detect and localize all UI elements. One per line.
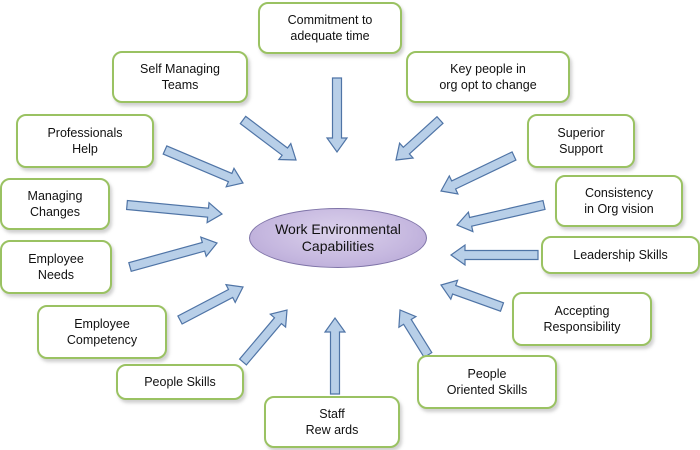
factor-consistency: Consistency in Org vision — [555, 175, 683, 227]
factor-people-skills-label: People Skills — [144, 375, 216, 389]
arrow-leadership — [449, 243, 539, 267]
arrow-commitment — [325, 77, 349, 154]
arrow-managing-changes — [125, 199, 224, 224]
factor-key-people: Key people in org opt to change — [406, 51, 570, 103]
arrow-superior-support — [440, 151, 517, 195]
factor-employee-competency-label: Employee Competency — [66, 317, 138, 347]
arrow-professionals-help — [162, 145, 244, 188]
factor-staff-rewards: Staff Rew ards — [264, 396, 400, 448]
factor-commitment-label: Commitment to adequate time — [287, 13, 373, 43]
factor-managing-changes-label: Managing Changes — [27, 189, 83, 219]
factor-leadership-skills: Leadership Skills — [541, 236, 700, 274]
factor-employee-needs-label: Employee Needs — [28, 252, 84, 282]
factor-people-skills: People Skills — [116, 364, 244, 400]
arrow-employee-competency — [177, 283, 244, 325]
arrow-people-skills — [238, 309, 288, 366]
factor-superior-support: Superior Support — [527, 114, 635, 168]
factor-consistency-label: Consistency in Org vision — [584, 186, 654, 216]
center-node-label: Work Environmental Capabilities — [275, 221, 401, 254]
factor-leadership-skills-label: Leadership Skills — [573, 248, 668, 262]
factor-key-people-label: Key people in org opt to change — [439, 62, 537, 92]
factor-self-managing-teams: Self Managing Teams — [112, 51, 248, 103]
factor-staff-rewards-label: Staff Rew ards — [305, 407, 359, 437]
center-node: Work Environmental Capabilities — [249, 208, 427, 268]
factor-accepting-responsibility: Accepting Responsibility — [512, 292, 652, 346]
factor-people-oriented-skills: People Oriented Skills — [417, 355, 557, 409]
factor-professionals-help: Professionals Help — [16, 114, 154, 168]
factor-employee-competency: Employee Competency — [37, 305, 167, 359]
factor-commitment: Commitment to adequate time — [258, 2, 402, 54]
arrow-consistency — [455, 199, 546, 233]
arrow-people-oriented — [398, 309, 433, 359]
arrow-key-people — [395, 115, 444, 161]
factor-people-oriented-skills-label: People Oriented Skills — [446, 367, 528, 397]
factor-superior-support-label: Superior Support — [557, 126, 605, 156]
factor-accepting-responsibility-label: Accepting Responsibility — [543, 304, 621, 334]
arrow-employee-needs — [128, 236, 218, 273]
arrow-self-managing — [239, 115, 297, 161]
factor-professionals-help-label: Professionals Help — [47, 126, 123, 156]
factor-self-managing-teams-label: Self Managing Teams — [140, 62, 220, 92]
factor-managing-changes: Managing Changes — [0, 178, 110, 230]
factor-employee-needs: Employee Needs — [0, 240, 112, 294]
arrow-accepting — [440, 279, 505, 312]
arrow-staff-rewards — [323, 316, 347, 395]
